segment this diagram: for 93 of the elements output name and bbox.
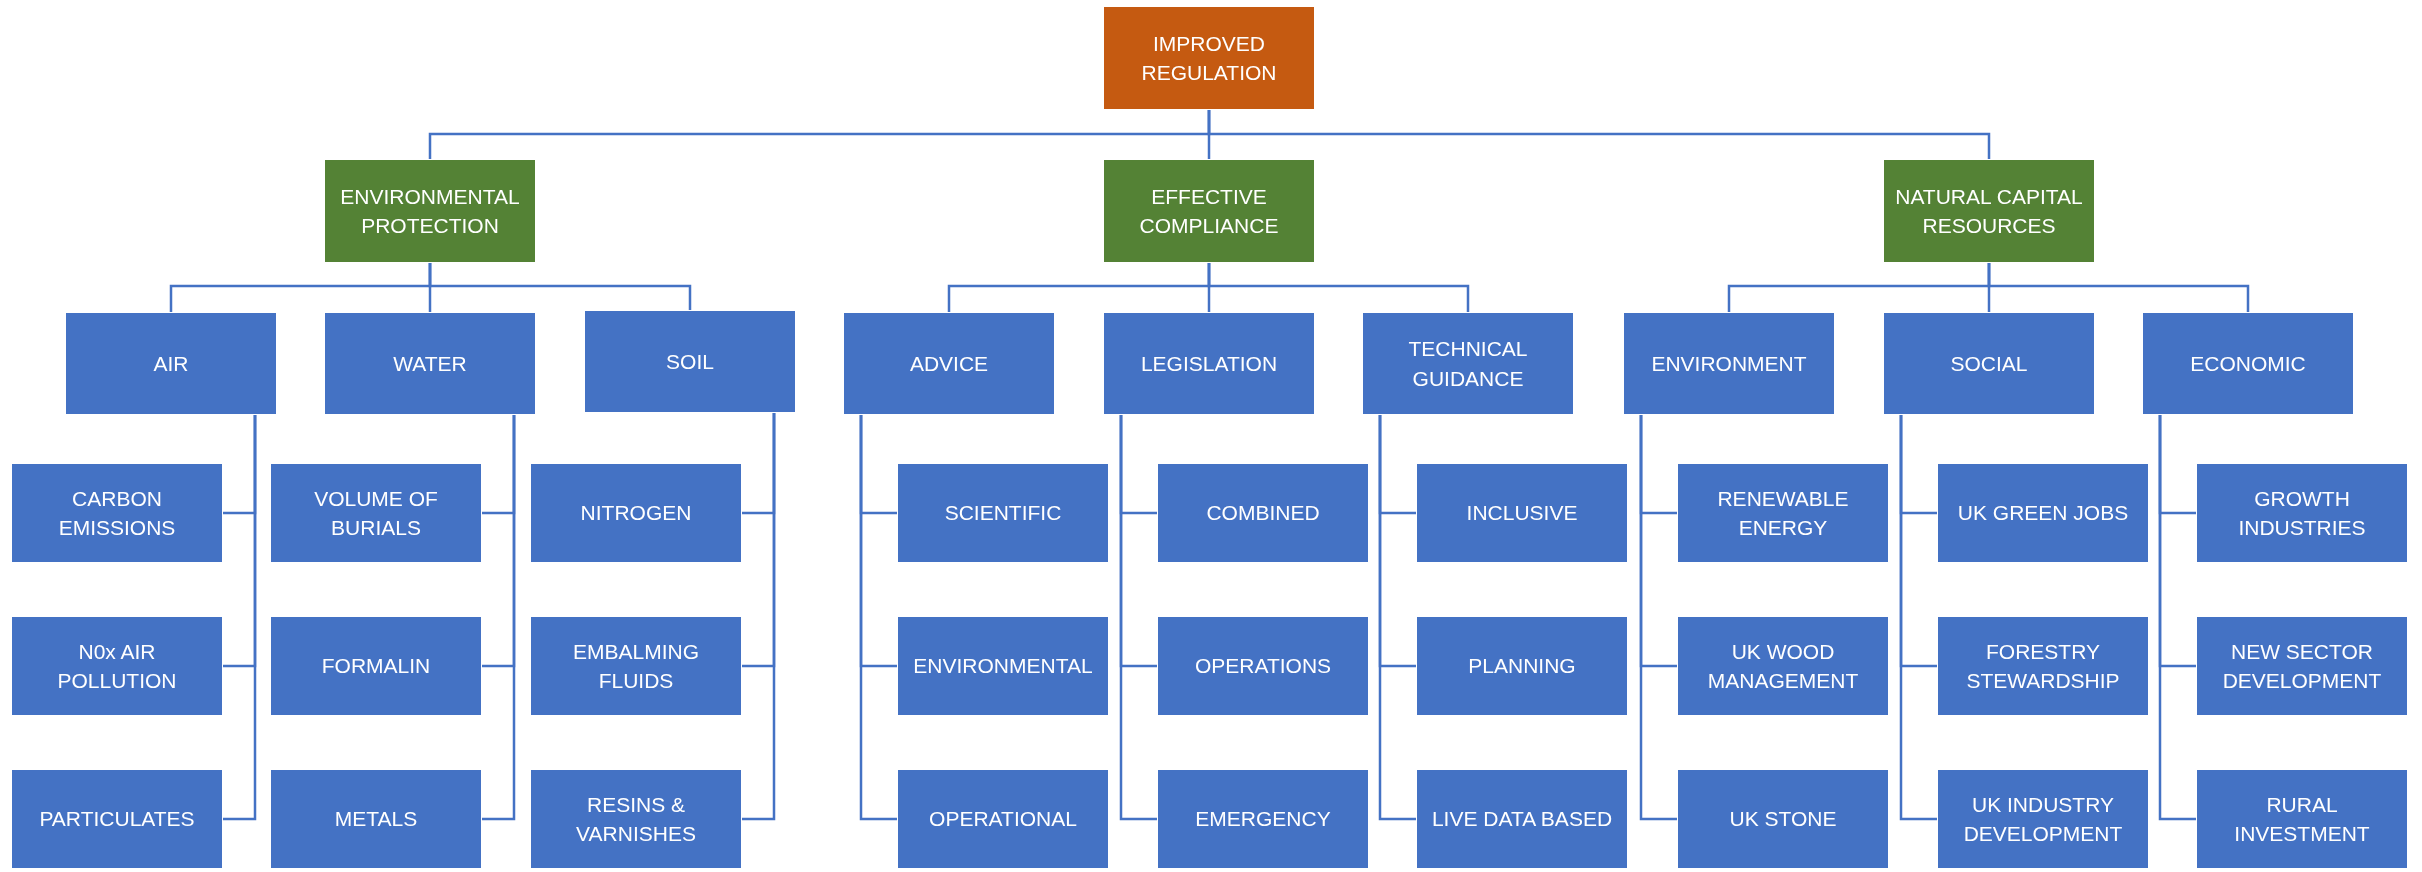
topic-box <box>897 463 1109 563</box>
topic-box <box>2196 616 2408 716</box>
topic-box <box>1103 312 1315 415</box>
box-label: OPERATIONS <box>1194 653 1332 680</box>
box-label: LEGISLATION <box>1140 350 1278 377</box>
topic-box <box>530 463 742 563</box>
category-box <box>1103 159 1315 263</box>
category-box <box>1883 159 2095 263</box>
box-label: UK INDUSTRY DEVELOPMENT <box>1962 791 2124 847</box>
topic-box <box>270 769 482 869</box>
box-label: ENVIRONMENTAL PROTECTION <box>339 183 521 239</box>
box-label: INCLUSIVE <box>1466 500 1578 527</box>
topic-box <box>530 769 742 869</box>
box-label: RESINS & VARNISHES <box>575 791 697 847</box>
connector-line <box>859 415 897 821</box>
box-label: PLANNING <box>1468 653 1576 680</box>
box-label: GROWTH INDUSTRIES <box>2237 485 2367 541</box>
connector-line <box>428 263 692 310</box>
connector-line <box>1639 415 1677 821</box>
box-label: NEW SECTOR DEVELOPMENT <box>2221 638 2383 694</box>
connector-line <box>742 413 776 821</box>
connector-line <box>1378 415 1416 821</box>
box-label: LIVE DATA BASED <box>1431 806 1613 833</box>
topic-box <box>1157 769 1369 869</box>
topic-box <box>1937 616 2149 716</box>
topic-box <box>1623 312 1835 415</box>
box-label: SCIENTIFIC <box>944 500 1062 527</box>
topic-box <box>1677 769 1889 869</box>
box-label: CARBON EMISSIONS <box>57 485 177 541</box>
box-label: EMBALMING FLUIDS <box>572 638 700 694</box>
connector-line <box>1119 415 1157 821</box>
topic-box <box>1362 312 1574 415</box>
box-label: UK STONE <box>1729 806 1837 833</box>
topic-box <box>2196 463 2408 563</box>
box-label: FORESTRY STEWARDSHIP <box>1965 638 2121 694</box>
box-label: FORMALIN <box>321 653 431 680</box>
box-label: IMPROVED REGULATION <box>1140 30 1278 86</box>
topic-box <box>897 769 1109 869</box>
topic-box <box>1416 463 1628 563</box>
topic-box <box>1677 616 1889 716</box>
topic-box <box>11 769 223 869</box>
box-label: TECHNICAL GUIDANCE <box>1407 336 1529 392</box>
topic-box <box>897 616 1109 716</box>
topic-box <box>1157 616 1369 716</box>
topic-box <box>270 463 482 563</box>
topic-box <box>1416 616 1628 716</box>
connector-line <box>1207 110 1991 159</box>
box-label: COMBINED <box>1206 500 1320 527</box>
box-label: WATER <box>393 350 467 377</box>
box-label: SOCIAL <box>1950 350 2028 377</box>
topic-box <box>1937 769 2149 869</box>
topic-box <box>1883 312 2095 415</box>
box-label: PARTICULATES <box>39 806 195 833</box>
topic-box <box>65 312 277 415</box>
connector-line <box>482 415 516 821</box>
topic-box <box>843 312 1055 415</box>
topic-box <box>2196 769 2408 869</box>
connector-line <box>223 415 257 821</box>
box-label: METALS <box>334 806 418 833</box>
topic-box <box>584 310 796 413</box>
topic-box <box>1157 463 1369 563</box>
box-label: VOLUME OF BURIALS <box>313 485 439 541</box>
topic-box <box>2142 312 2354 415</box>
connector-line <box>1987 263 2250 312</box>
box-label: ENVIRONMENTAL <box>913 653 1093 680</box>
box-label: UK GREEN JOBS <box>1957 500 2129 527</box>
root-box <box>1103 6 1315 110</box>
box-label: NITROGEN <box>580 500 692 527</box>
box-label: AIR <box>153 350 189 377</box>
box-label: UK WOOD MANAGEMENT <box>1706 638 1860 694</box>
topic-box <box>1677 463 1889 563</box>
topic-box <box>11 463 223 563</box>
connector-line <box>1207 263 1470 312</box>
box-label: NATURAL CAPITAL RESOURCES <box>1894 183 2084 239</box>
connector-line <box>2158 415 2196 821</box>
connector-line <box>1899 415 1937 821</box>
box-label: RURAL INVESTMENT <box>2233 791 2371 847</box>
topic-box <box>1937 463 2149 563</box>
box-label: ECONOMIC <box>2190 350 2306 377</box>
category-box <box>324 159 536 263</box>
box-label: EFFECTIVE COMPLIANCE <box>1138 183 1280 239</box>
topic-box <box>530 616 742 716</box>
box-label: RENEWABLE ENERGY <box>1716 485 1850 541</box>
topic-box <box>270 616 482 716</box>
topic-box <box>1416 769 1628 869</box>
box-label: N0x AIR POLLUTION <box>56 638 178 694</box>
box-label: ADVICE <box>909 350 989 377</box>
topic-box <box>324 312 536 415</box>
topic-box <box>11 616 223 716</box>
box-label: SOIL <box>666 348 714 375</box>
box-label: ENVIRONMENT <box>1651 350 1807 377</box>
box-label: OPERATIONAL <box>929 806 1077 833</box>
box-label: EMERGENCY <box>1195 806 1331 833</box>
